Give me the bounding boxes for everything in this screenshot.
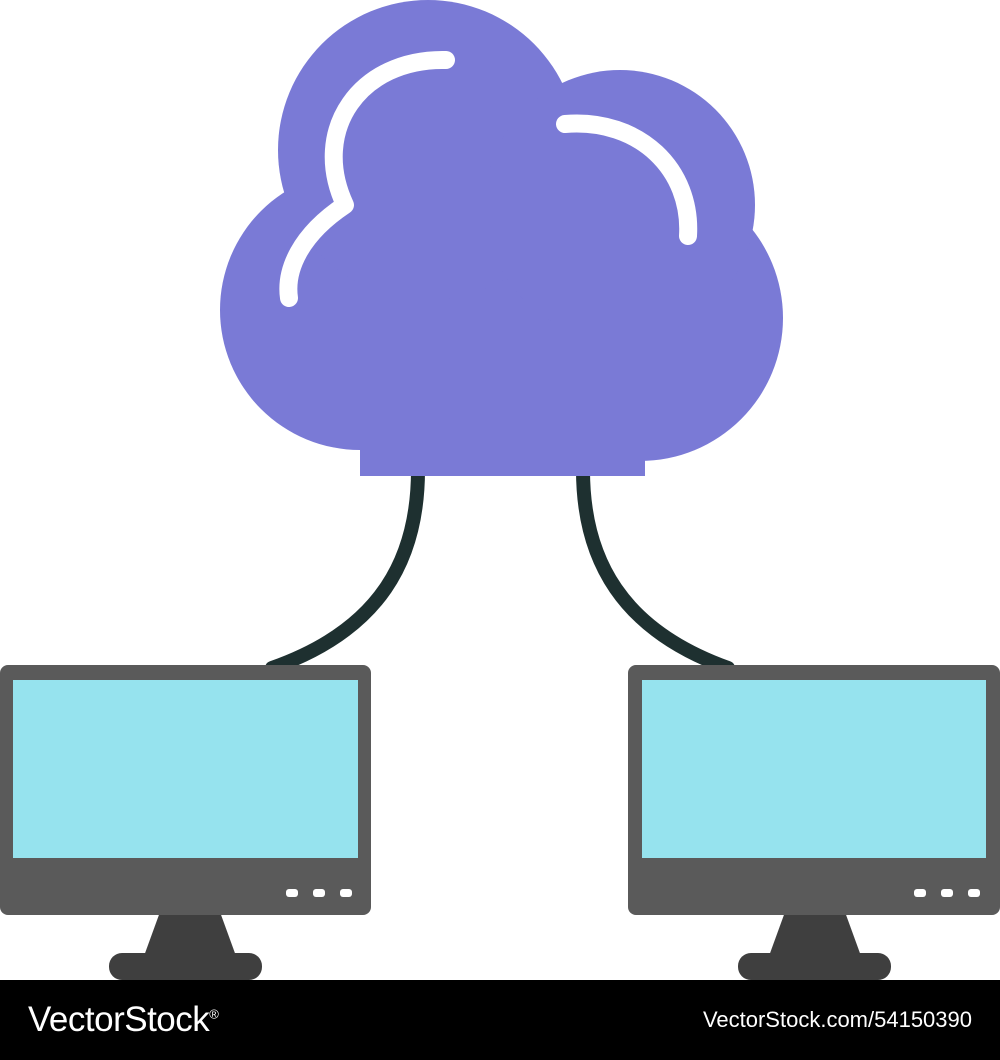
cloud-network-illustration xyxy=(0,0,1000,980)
indicator-lights xyxy=(914,889,980,897)
monitor-base xyxy=(738,953,891,980)
registered-mark: ® xyxy=(209,1006,219,1022)
monitor-base xyxy=(109,953,262,980)
cable-right xyxy=(576,463,735,675)
image-id: VectorStock.com/54150390 xyxy=(702,1007,972,1032)
brand-name: VectorStock xyxy=(28,1000,210,1039)
monitor-screen xyxy=(642,680,986,858)
cloud-highlight-left xyxy=(279,50,455,307)
computer-monitor-icon xyxy=(0,665,371,980)
monitor-screen xyxy=(13,680,358,858)
indicator-lights xyxy=(286,889,352,897)
network-cables xyxy=(265,463,735,675)
cloud-highlight-right xyxy=(556,114,698,245)
monitor-stand xyxy=(769,912,861,956)
watermark-footer: VectorStock® VectorStock.com/54150390 xyxy=(0,980,1000,1060)
cable-left xyxy=(265,463,425,675)
vectorstock-logo: VectorStock® xyxy=(28,1000,219,1040)
cloud-icon xyxy=(220,0,783,476)
monitor-stand xyxy=(144,912,236,956)
computer-monitor-icon xyxy=(628,665,1000,980)
